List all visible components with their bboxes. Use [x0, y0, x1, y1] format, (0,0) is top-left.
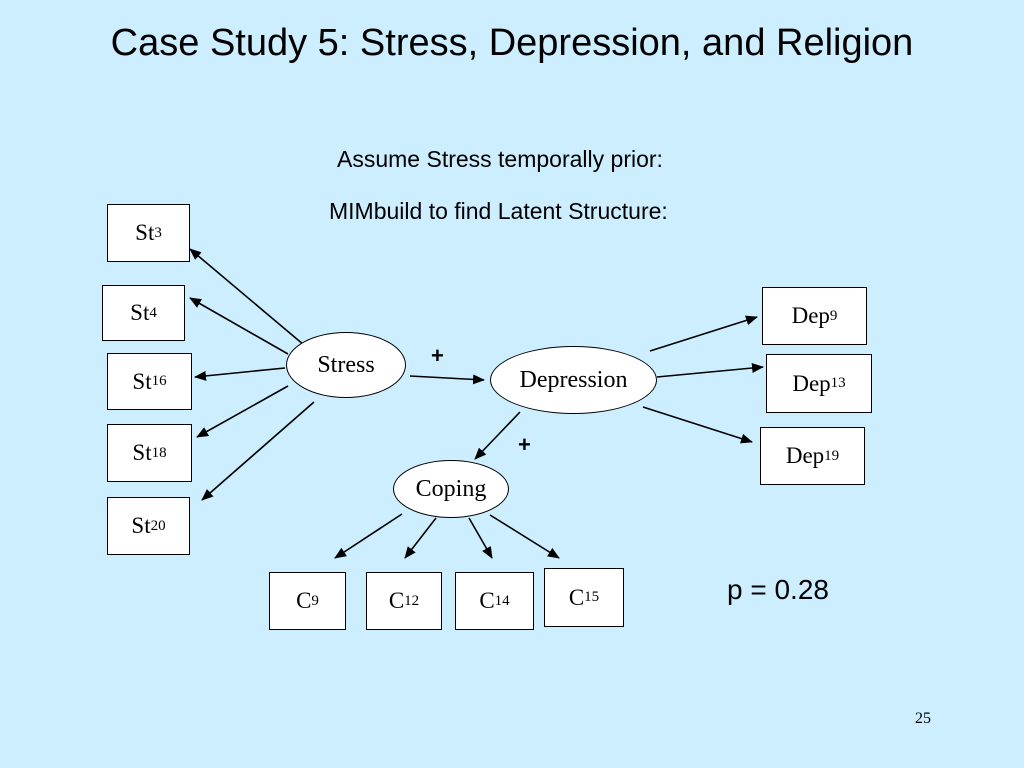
arrow-coping-c9 [334, 513, 403, 559]
slide-title: Case Study 5: Stress, Depression, and Re… [110, 22, 914, 64]
arrow-depression-dep13 [656, 363, 764, 378]
arrow-stress-st20 [201, 401, 315, 501]
arrow-depression-dep19 [642, 406, 753, 444]
arrow-coping-c12 [404, 517, 437, 559]
arrow-coping-c15 [489, 514, 560, 559]
arrow-depression-coping [474, 411, 521, 460]
sign-depression-coping: + [518, 432, 531, 457]
subtitle-mimbuild: MIMbuild to find Latent Structure: [329, 198, 668, 224]
arrow-stress-st16 [194, 367, 286, 381]
arrow-stress-st18 [196, 385, 289, 438]
sign-stress-depression: + [431, 343, 444, 368]
subtitle-temporal: Assume Stress temporally prior: [337, 146, 663, 172]
latent-stress: Stress [286, 332, 406, 398]
page-number: 25 [915, 710, 931, 727]
latent-coping: Coping [393, 460, 509, 518]
arrow-stress-st4 [189, 297, 289, 355]
arrow-coping-c14 [468, 517, 493, 559]
arrow-stress-st3 [189, 248, 305, 346]
arrow-depression-dep9 [649, 315, 758, 352]
latent-depression: Depression [490, 346, 657, 414]
arrow-stress-depression [409, 374, 485, 385]
p-value: p = 0.28 [727, 574, 829, 605]
